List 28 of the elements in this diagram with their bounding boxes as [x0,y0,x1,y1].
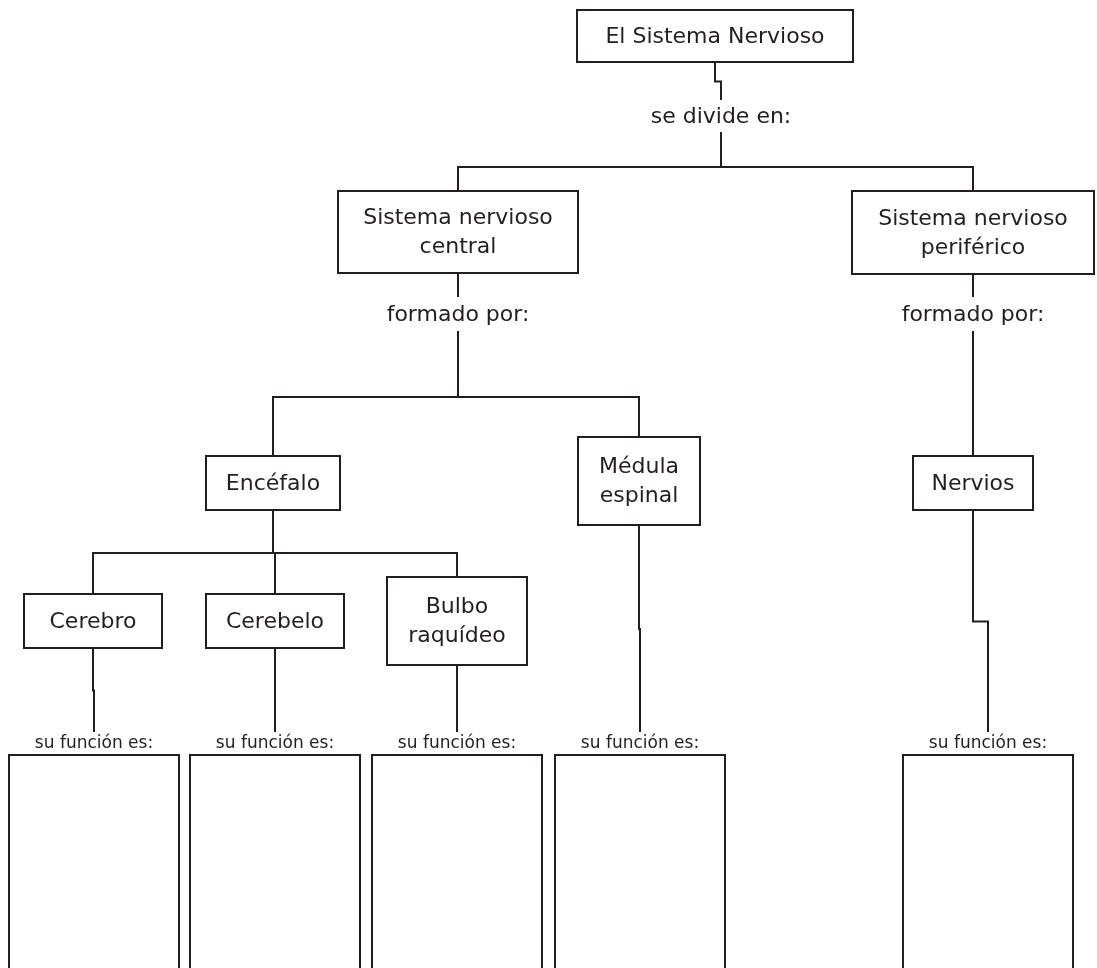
prompt-text: su función es: [34,732,154,752]
linking-text: se divide en: [621,100,821,132]
concept-box: Sistema nervioso periférico [851,190,1095,275]
connector-line [272,510,458,577]
connector-line [972,510,989,733]
connector-line [638,525,641,733]
concept-box: Bulbo raquídeo [386,576,528,666]
prompt-text: su función es: [397,732,517,752]
connector-line [456,665,458,733]
connector-line [972,274,974,298]
prompt-text: su función es: [580,732,700,752]
connector-line [972,330,974,456]
connector-line [457,330,640,437]
concept-box: Nervios [912,455,1034,511]
linking-text: formado por: [358,297,558,331]
prompt-text: su función es: [215,732,335,752]
concept-box: Cerebro [23,593,163,649]
linking-text: formado por: [873,297,1073,331]
connector-line [274,648,276,733]
concept-box: Cerebelo [205,593,345,649]
connector-line [457,273,459,298]
concept-box: Encéfalo [205,455,341,511]
concept-box: Sistema nervioso central [337,190,579,274]
connector-line [92,648,95,733]
concept-box: El Sistema Nervioso [576,9,854,63]
concept-box: Médula espinal [577,436,701,526]
connector-line [714,62,722,101]
prompt-text: su función es: [928,732,1048,752]
